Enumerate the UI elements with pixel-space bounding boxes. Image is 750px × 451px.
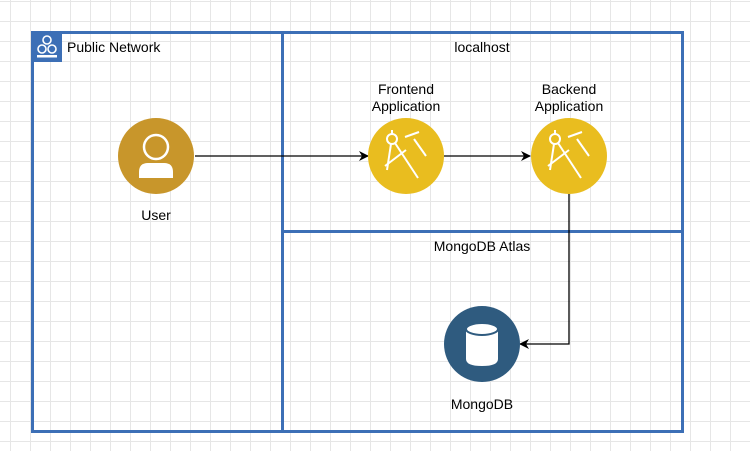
frontend-node[interactable] — [368, 118, 444, 194]
frontend-label-line2: Application — [371, 98, 441, 114]
localhost-label: localhost — [454, 39, 510, 55]
frontend-label-line1: Frontend — [377, 81, 435, 97]
user-node[interactable] — [118, 118, 194, 194]
user-label: User — [141, 207, 171, 223]
mongodb-node[interactable] — [444, 306, 520, 382]
backend-label-line2: Application — [534, 98, 604, 114]
compass-icon — [384, 130, 427, 179]
mongodb-atlas-group[interactable] — [281, 230, 684, 433]
database-icon — [465, 322, 499, 366]
backend-label-line1: Backend — [541, 81, 597, 97]
backend-node[interactable] — [531, 118, 607, 194]
backend-label: Backend Application — [519, 81, 619, 115]
public-network-group[interactable] — [31, 31, 284, 433]
localhost-group[interactable] — [281, 31, 684, 233]
mongodb-atlas-label: MongoDB Atlas — [433, 238, 531, 254]
compass-icon — [547, 130, 590, 179]
mongodb-label: MongoDB — [450, 396, 514, 412]
public-network-icon — [32, 32, 62, 62]
public-network-label: Public Network — [67, 39, 161, 55]
user-icon — [139, 133, 173, 178]
edge-backend-mongodb[interactable] — [519, 194, 570, 349]
frontend-label: Frontend Application — [356, 81, 456, 115]
